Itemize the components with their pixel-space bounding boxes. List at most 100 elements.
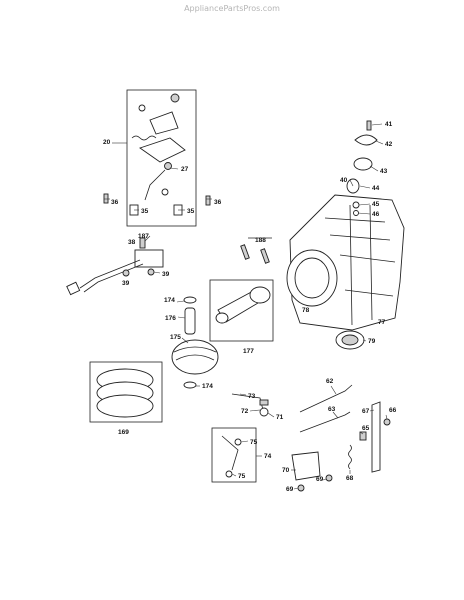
oil-seal[interactable] [335, 330, 365, 350]
bolts-188[interactable] [240, 237, 272, 264]
callout-40[interactable]: 40 [340, 177, 348, 184]
washer-75-bottom [225, 470, 233, 478]
leader-lines [104, 123, 388, 490]
piston-pin-group[interactable] [183, 296, 197, 389]
callout-75-bottom[interactable]: 75 [238, 473, 246, 480]
callout-66[interactable]: 66 [389, 407, 397, 414]
spring [131, 135, 157, 141]
callout-75-top[interactable]: 75 [250, 439, 258, 446]
retainer-174-top [183, 296, 197, 304]
callout-69-b[interactable]: 69 [316, 476, 324, 483]
callout-175[interactable]: 175 [170, 334, 181, 341]
callout-38[interactable]: 38 [128, 239, 136, 246]
governor-bracket-group[interactable] [103, 89, 211, 227]
callout-71[interactable]: 71 [276, 414, 284, 421]
callout-41[interactable]: 41 [385, 121, 393, 128]
rod-63 [299, 411, 351, 433]
callout-174-top[interactable]: 174 [164, 297, 175, 304]
lever-67 [371, 401, 381, 473]
arm-clamp [259, 399, 269, 406]
callout-174-bottom[interactable]: 174 [202, 383, 213, 390]
governor-arm-group[interactable] [231, 393, 269, 417]
callout-187[interactable]: 187 [138, 233, 149, 240]
governor-shaft-group[interactable] [211, 427, 257, 483]
engine-block[interactable] [286, 194, 405, 331]
callout-67[interactable]: 67 [362, 408, 370, 415]
callout-68[interactable]: 68 [346, 475, 354, 482]
throttle-lever-group[interactable] [348, 401, 391, 473]
piston-ring-groove [173, 346, 217, 353]
group-frame-20 [126, 89, 197, 227]
callout-36-left[interactable]: 36 [111, 199, 119, 206]
callout-72[interactable]: 72 [241, 408, 249, 415]
callout-79[interactable]: 79 [368, 338, 376, 345]
throttle-plate [149, 111, 179, 135]
control-bracket[interactable] [291, 451, 333, 492]
bolt-b [260, 248, 270, 264]
callout-63[interactable]: 63 [328, 406, 336, 413]
module-terminal [139, 237, 146, 249]
callout-65[interactable]: 65 [362, 425, 370, 432]
callout-44[interactable]: 44 [372, 185, 380, 192]
callout-62[interactable]: 62 [326, 378, 334, 385]
governor-arm [231, 393, 264, 411]
callout-176[interactable]: 176 [165, 315, 176, 322]
cover-42 [354, 134, 378, 146]
connecting-rod-177[interactable] [209, 279, 274, 342]
callout-42[interactable]: 42 [385, 141, 393, 148]
governor-lever [259, 407, 269, 417]
callout-43[interactable]: 43 [380, 168, 388, 175]
callout-27[interactable]: 27 [181, 166, 189, 173]
piston-175[interactable] [171, 339, 219, 375]
breather-parts-group[interactable] [346, 120, 378, 216]
seal-inner [341, 334, 359, 346]
callout-46[interactable]: 46 [372, 211, 380, 218]
callout-70[interactable]: 70 [282, 467, 290, 474]
callout-45[interactable]: 45 [372, 201, 380, 208]
ignition-coil-group[interactable] [66, 237, 164, 296]
callout-20[interactable]: 20 [103, 139, 111, 146]
block-fins [324, 217, 396, 297]
screw-69-b [325, 474, 333, 482]
screw-69-a [297, 484, 305, 492]
spring-68 [348, 444, 352, 470]
piston-ring-groove-2 [175, 354, 215, 361]
callout-169[interactable]: 169 [118, 429, 129, 436]
callout-39-lower[interactable]: 39 [122, 280, 130, 287]
ignition-module [134, 249, 164, 268]
screw-36-left [103, 193, 109, 204]
callout-69-a[interactable]: 69 [286, 486, 294, 493]
bracket-plate [139, 137, 186, 163]
spark-lead-edge [83, 263, 144, 293]
callout-35-left[interactable]: 35 [141, 208, 149, 215]
callout-177[interactable]: 177 [243, 348, 254, 355]
module-screw-a [147, 268, 155, 276]
module-screw-b [122, 269, 130, 277]
callout-39-upper[interactable]: 39 [162, 271, 170, 278]
callout-78[interactable]: 78 [302, 307, 310, 314]
callout-74[interactable]: 74 [264, 453, 272, 460]
callout-73[interactable]: 73 [248, 393, 256, 400]
retainer-174-bottom [183, 381, 197, 389]
callout-77[interactable]: 77 [378, 319, 386, 326]
callout-35-right[interactable]: 35 [187, 208, 195, 215]
watermark: AppliancePartsPros.com [184, 4, 280, 13]
piston-rings-169[interactable] [89, 361, 163, 423]
piston-crown [171, 339, 219, 375]
linkage-rods[interactable] [299, 384, 353, 433]
rod-62 [299, 384, 353, 413]
callout-36-right[interactable]: 36 [214, 199, 222, 206]
rod-big-end [249, 286, 271, 304]
washer-75-top [234, 438, 242, 446]
ring-oil [96, 394, 154, 418]
block-ribs [349, 204, 373, 326]
screw-66 [383, 418, 391, 426]
spark-lead [79, 259, 141, 289]
screw-41 [366, 120, 372, 131]
clip [161, 188, 169, 196]
callout-188[interactable]: 188 [255, 237, 266, 244]
piston-pin-176 [184, 307, 196, 335]
bolt-head [170, 93, 180, 103]
group-frame-74 [211, 427, 257, 483]
